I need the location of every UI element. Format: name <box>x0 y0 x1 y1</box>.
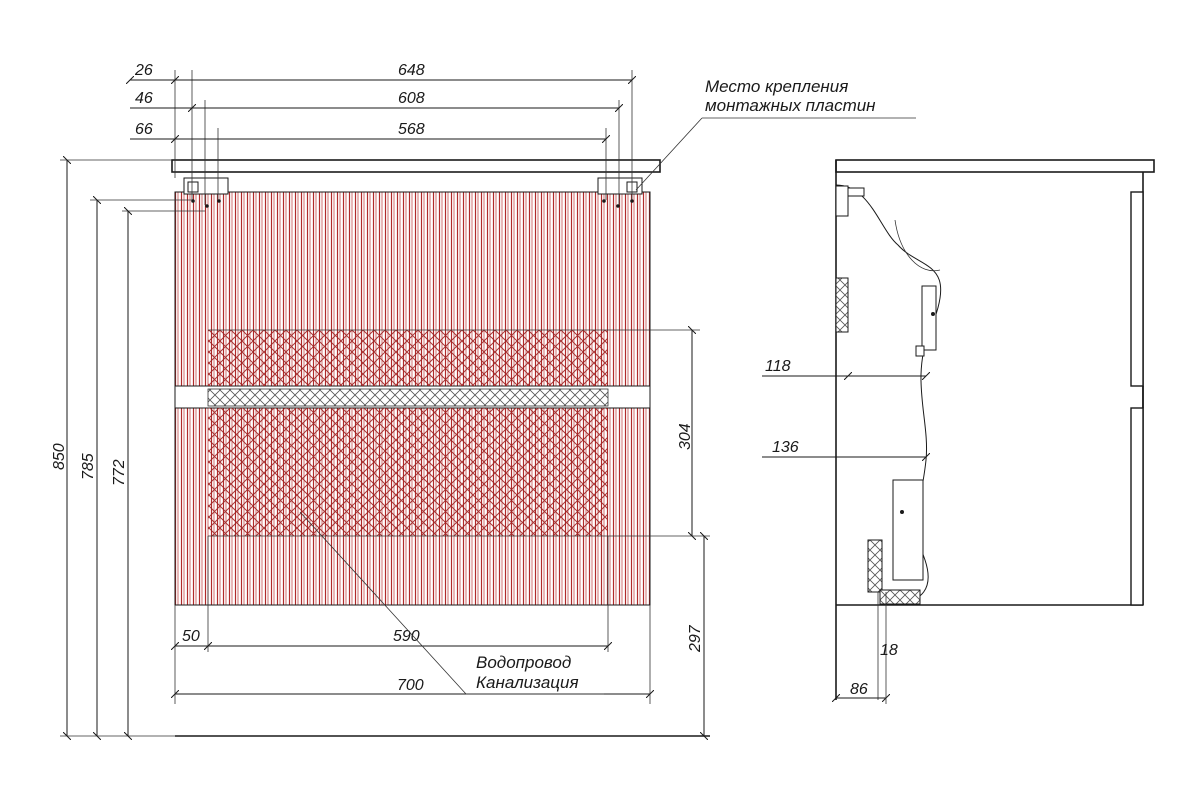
side-drawer-box-upper <box>921 285 937 351</box>
dim-136: 136 <box>772 439 799 456</box>
dim-700: 700 <box>397 677 424 694</box>
dim-46: 46 <box>135 90 153 107</box>
dim-66: 66 <box>135 121 153 138</box>
dim-850: 850 <box>51 443 68 470</box>
side-countertop <box>835 159 1155 173</box>
left-dimensions: 850 785 772 <box>51 160 205 736</box>
side-upper-front <box>1130 191 1144 387</box>
top-dimensions: 648 26 608 46 568 66 <box>130 62 632 205</box>
plumbing-zone-upper <box>208 330 608 386</box>
side-lower-front <box>1130 407 1144 606</box>
dim-590: 590 <box>393 628 420 645</box>
dim-86: 86 <box>850 681 868 698</box>
dim-26: 26 <box>134 62 153 79</box>
dim-608: 608 <box>398 90 425 107</box>
dim-297: 297 <box>687 624 704 653</box>
side-rail-lower <box>867 539 883 593</box>
dim-785: 785 <box>80 453 97 480</box>
mounting-plate-left <box>183 177 229 208</box>
water-supply-label: Водопровод <box>476 653 571 672</box>
side-drawer-box-lower <box>892 479 924 581</box>
side-bracket-top <box>835 185 849 217</box>
dim-568: 568 <box>398 121 425 138</box>
dim-772: 772 <box>111 459 128 486</box>
dim-50: 50 <box>182 628 200 645</box>
dim-18: 18 <box>880 642 898 659</box>
countertop <box>171 159 661 173</box>
dim-648: 648 <box>398 62 425 79</box>
zone-dimensions: 304 297 <box>677 330 704 736</box>
dim-118: 118 <box>765 358 791 375</box>
sewer-label: Канализация <box>476 673 579 692</box>
plumbing-zone-lower <box>208 408 608 536</box>
side-cutaway <box>835 184 942 606</box>
side-view: 118 136 18 86 <box>762 159 1155 704</box>
mounting-label-line1: Место крепления <box>705 77 848 96</box>
front-view <box>171 159 710 737</box>
mounting-label-line2: монтажных пластин <box>705 96 876 115</box>
side-rail-upper <box>835 277 849 333</box>
annotations: Место крепления монтажных пластин Водопр… <box>299 77 916 695</box>
dim-304: 304 <box>677 423 694 450</box>
gap-grid <box>207 388 609 407</box>
